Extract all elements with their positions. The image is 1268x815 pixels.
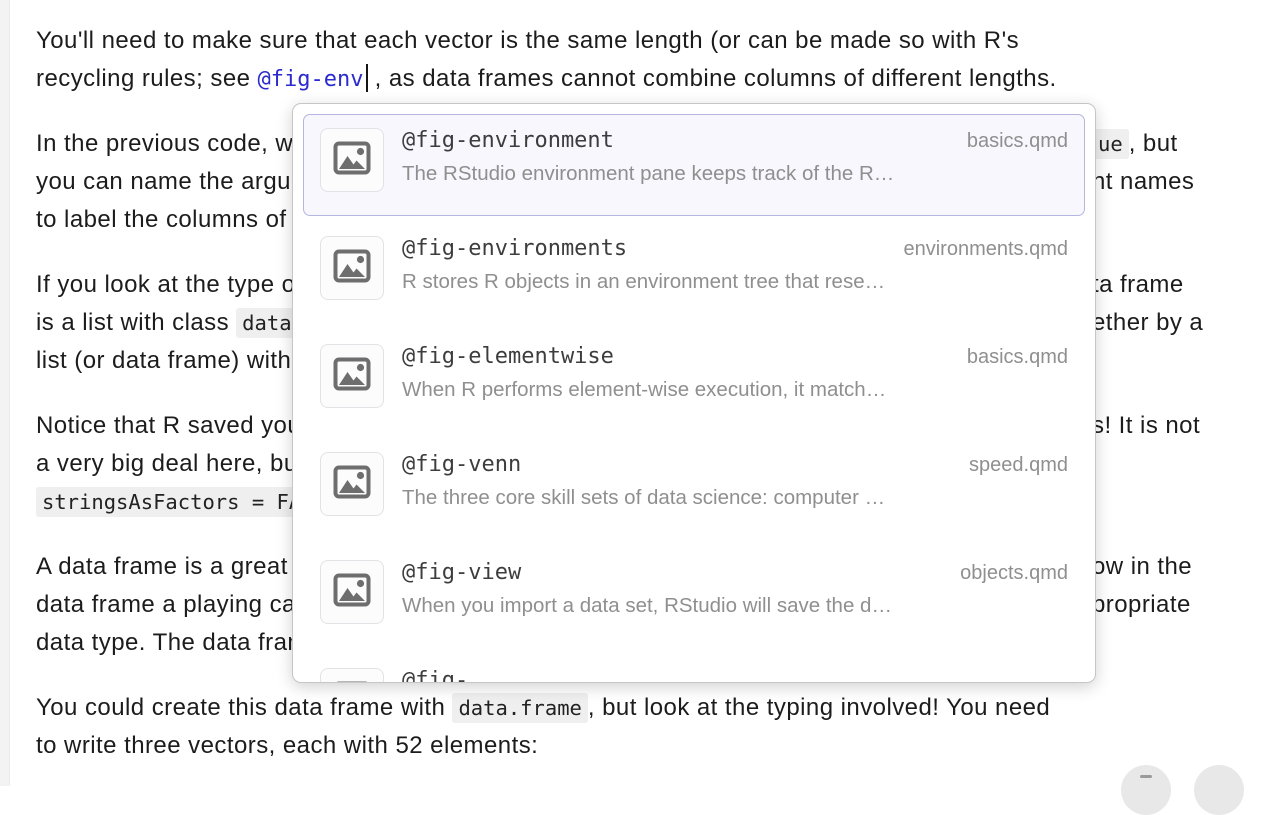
text-run: , as data frames cannot combine columns … [367,65,1057,92]
completion-file: objects.qmd [960,562,1068,584]
completion-label: @fig-environments [402,236,628,261]
text-line: data type. The data frame [36,624,1238,662]
image-icon [333,465,371,504]
completion-label: @fig-elementwise [402,344,614,369]
text-run: , but [1128,130,1178,157]
completion-description: The RStudio environment pane keeps track… [402,162,895,185]
completion-item-icon-box [320,668,384,682]
completion-file: basics.qmd [966,346,1068,368]
text-line: recycling rules; see @fig-env , as data … [36,60,1238,98]
text-run: to write three vectors, each with 52 ele… [36,732,539,759]
image-icon [333,141,371,180]
nav-button-2[interactable] [1194,765,1244,815]
completion-description: R stores R objects in an environment tre… [402,270,886,293]
text-line-right-fragment: s! It is not [1092,407,1200,445]
text-run: s! It is not [1092,412,1201,439]
completion-description: When R performs element-wise execution, … [402,378,887,401]
text-run: recycling rules; see [36,65,258,92]
completion-description: When you import a data set, RStudio will… [402,594,892,617]
completion-description: The three core skill sets of data scienc… [402,486,886,509]
paragraph: You could create this data frame with da… [36,689,1238,765]
text-run: list (or data frame) with [36,347,299,374]
completion-item-icon-box [320,236,384,300]
completion-item[interactable]: @fig-environments environments.qmd R store… [303,222,1085,324]
completion-label: @fig-view [402,560,522,585]
text-line-right-fragment: ue, but [1092,125,1178,163]
image-icon [333,357,371,396]
cross-reference-text: @fig-env [257,67,364,92]
text-line-right-fragment: ta frame [1092,266,1184,304]
text-run: is a list with class [36,309,237,336]
text-run: , but look at the typing involved! You n… [587,694,1051,721]
completion-item-text: @fig- [402,668,1068,683]
completion-item-icon-box [320,128,384,192]
completion-item-title-row: @fig-venn speed.qmd [402,452,1068,477]
completion-item-title-row: @fig-view objects.qmd [402,560,1068,585]
text-run: You'll need to make sure that each vecto… [36,27,1020,54]
completion-file: environments.qmd [903,238,1068,260]
text-line-right-fragment: propriate [1092,586,1191,624]
text-run: ether by a [1092,309,1204,336]
text-run: data type. The data frame [36,629,322,656]
text-line-right-fragment: ow in the [1092,548,1192,586]
completion-file: speed.qmd [969,454,1068,476]
text-run: ow in the [1092,553,1193,580]
text-line: stringsAsFactors = FALSE [36,483,1238,521]
text-line-right-fragment: ether by a [1092,304,1203,342]
image-icon [333,573,371,612]
inline-code: ue [1092,129,1129,159]
nav-button-1[interactable] [1121,765,1171,815]
editor-left-gutter [0,0,10,786]
completion-item-icon-box [320,560,384,624]
text-run: propriate [1092,591,1191,618]
completion-item-title-row: @fig-elementwise basics.qmd [402,344,1068,369]
image-icon [333,681,371,682]
completion-item-title-row: @fig- [402,668,1068,683]
completion-item-title-row: @fig-environment basics.qmd [402,128,1068,153]
completion-item-text: @fig-environments environments.qmd R store… [402,236,1068,294]
image-icon [333,249,371,288]
text-line-right-fragment: nt names [1092,163,1194,201]
text-run: You could create this data frame with [36,694,453,721]
completion-file: basics.qmd [966,130,1068,152]
completion-label: @fig-venn [402,452,522,477]
document-body[interactable]: You'll need to make sure that each vecto… [0,0,1268,786]
text-run: ta frame [1092,271,1184,298]
completion-item-icon-box [320,452,384,516]
text-line: You could create this data frame with da… [36,689,1238,727]
completion-label: @fig- [402,668,469,683]
inline-code: stringsAsFactors = FALSE [36,487,345,517]
text-run: nt names [1092,168,1195,195]
completion-item[interactable]: @fig- [303,654,1085,683]
paragraph: You'll need to make sure that each vecto… [36,22,1238,98]
text-line: You'll need to make sure that each vecto… [36,22,1238,60]
inline-code: data.frame [452,693,588,723]
completion-label: @fig-environment [402,128,614,153]
text-line: to write three vectors, each with 52 ele… [36,727,1238,765]
completion-item-icon-box [320,344,384,408]
text-cursor [365,64,368,92]
completion-item-title-row: @fig-environments environments.qmd [402,236,1068,261]
